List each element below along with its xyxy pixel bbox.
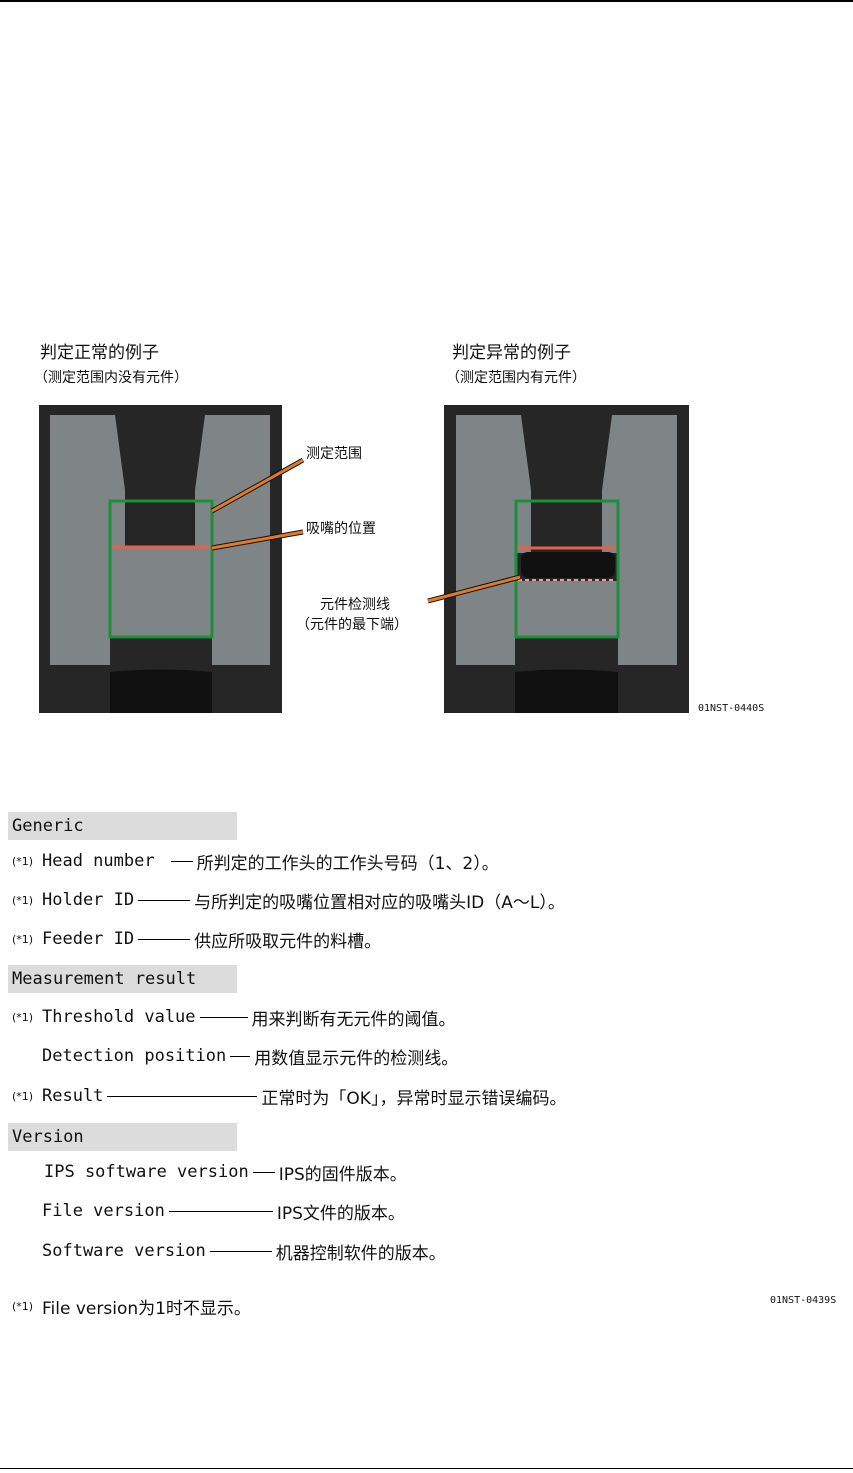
abnormal-example-image — [444, 405, 689, 713]
row-detection-position: Detection position 用数值显示元件的检测线。 — [12, 1042, 458, 1070]
software-version-label: Software version — [42, 1241, 206, 1261]
table-code: 01NST-0439S — [770, 1295, 836, 1306]
leader-line — [138, 900, 190, 901]
row-head-number: (*1) Head number 所判定的工作头的工作头号码（1、2）。 — [12, 847, 499, 875]
footnote-mark: (*1) — [12, 894, 42, 907]
file-version-label: File version — [42, 1201, 165, 1221]
callout-detect-line-note: （元件的最下端） — [296, 614, 408, 634]
row-feeder-id: (*1) Feeder ID 供应所吸取元件的料槽。 — [12, 925, 381, 953]
threshold-value-desc: 用来判断有无元件的阈值。 — [252, 1005, 456, 1030]
detection-position-desc: 用数值显示元件的检测线。 — [254, 1044, 458, 1069]
holder-id-label: Holder ID — [42, 890, 134, 910]
result-desc: 正常时为「OK」，异常时显示错误编码。 — [261, 1084, 566, 1109]
nozzle-detection-figure — [0, 395, 853, 725]
leader-line — [253, 1172, 275, 1173]
footnote-mark: (*1) — [12, 1011, 42, 1024]
normal-subtitle: （测定范围内没有元件） — [34, 367, 188, 387]
footnote: (*1) File version为1时不显示。 — [12, 1292, 251, 1320]
threshold-value-label: Threshold value — [42, 1007, 196, 1027]
bottom-rule — [0, 1468, 853, 1469]
leader-line — [200, 1017, 248, 1018]
leader-line — [107, 1096, 257, 1097]
detection-position-label: Detection position — [42, 1046, 226, 1066]
callout-nozzle-position: 吸嘴的位置 — [306, 518, 376, 538]
footnote-mark: (*1) — [12, 855, 42, 868]
callout-measure-range: 测定范围 — [306, 443, 362, 463]
feeder-id-label: Feeder ID — [42, 929, 134, 949]
leader-line — [138, 939, 190, 940]
leader-line — [230, 1056, 250, 1057]
leader-line — [210, 1251, 272, 1252]
result-label: Result — [42, 1086, 103, 1106]
top-rule — [0, 0, 853, 2]
row-holder-id: (*1) Holder ID 与所判定的吸嘴位置相对应的吸嘴头ID（A～L）。 — [12, 886, 565, 914]
feeder-id-desc: 供应所吸取元件的料槽。 — [194, 927, 381, 952]
holder-id-desc: 与所判定的吸嘴位置相对应的吸嘴头ID（A～L）。 — [194, 888, 565, 913]
row-file-version: File version IPS文件的版本。 — [12, 1197, 405, 1225]
section-measurement-result: Measurement result — [8, 965, 237, 993]
abnormal-subtitle: （测定范围内有元件） — [446, 367, 586, 387]
leader-line — [169, 1211, 273, 1212]
ips-software-version-desc: IPS的固件版本。 — [279, 1160, 407, 1185]
row-threshold-value: (*1) Threshold value 用来判断有无元件的阈值。 — [12, 1003, 456, 1031]
footnote-mark: (*1) — [12, 1300, 42, 1313]
software-version-desc: 机器控制软件的版本。 — [276, 1239, 446, 1264]
file-version-desc: IPS文件的版本。 — [277, 1199, 405, 1224]
head-number-label: Head number — [42, 851, 155, 871]
row-result: (*1) Result 正常时为「OK」，异常时显示错误编码。 — [12, 1082, 566, 1110]
callout-detect-line: 元件检测线 — [320, 594, 390, 614]
row-software-version: Software version 机器控制软件的版本。 — [12, 1237, 446, 1265]
section-generic: Generic — [8, 812, 237, 840]
normal-title: 判定正常的例子 — [40, 338, 159, 363]
section-version: Version — [8, 1123, 237, 1151]
ips-software-version-label: IPS software version — [44, 1162, 249, 1182]
footnote-mark: (*1) — [12, 1090, 42, 1103]
footnote-mark: (*1) — [12, 933, 42, 946]
footnote-text: File version为1时不显示。 — [42, 1294, 251, 1319]
figure-code: 01NST-0440S — [698, 703, 764, 714]
leader-line — [171, 861, 193, 862]
row-ips-software-version: IPS software version IPS的固件版本。 — [12, 1158, 407, 1186]
abnormal-title: 判定异常的例子 — [452, 338, 571, 363]
normal-example-image — [39, 405, 282, 713]
head-number-desc: 所判定的工作头的工作头号码（1、2）。 — [197, 849, 499, 874]
